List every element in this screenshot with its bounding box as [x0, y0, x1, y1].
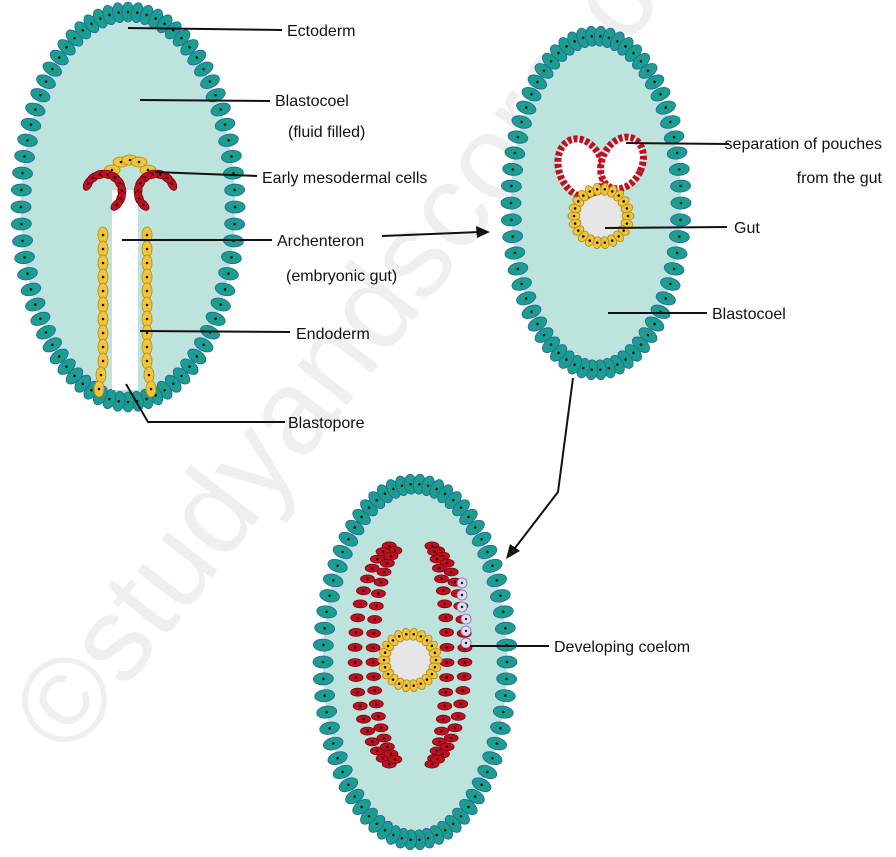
gut-cell: [568, 212, 580, 220]
mesoderm-cell: [439, 688, 453, 696]
label-blastopore: Blastopore: [288, 415, 365, 432]
endoderm-cell: [94, 381, 104, 397]
mesoderm-cell: [438, 600, 452, 608]
mesoderm-cell: [374, 578, 388, 586]
archenteron-lumen: [112, 190, 138, 390]
coelom-cell: [461, 626, 471, 636]
endoderm-cell: [98, 353, 108, 369]
ectoderm-cell: [225, 201, 245, 213]
mesoderm-cell: [436, 587, 450, 595]
mesoderm-cell: [367, 629, 381, 637]
coelom-cell: [457, 590, 467, 600]
mesoderm-cell: [366, 644, 380, 652]
mesoderm-cell: [440, 674, 454, 682]
endoderm-cell: [146, 381, 156, 397]
mesoderm-cell: [431, 755, 445, 763]
label-separation-1: separation of pouches: [725, 136, 882, 153]
ectoderm-cell: [497, 656, 517, 668]
label-blastocoel-2: Blastocoel: [712, 306, 786, 323]
mesoderm-cell: [377, 568, 391, 576]
endoderm-cell: [144, 367, 154, 383]
gut-cell: [622, 212, 634, 220]
mesoderm-cell: [448, 724, 462, 732]
mesoderm-cell: [368, 687, 382, 695]
mesoderm-cell: [435, 575, 449, 583]
coelom-cell: [457, 578, 467, 588]
mesoderm-cell: [439, 614, 453, 622]
ectoderm-cell: [11, 201, 31, 213]
mesoderm-cell: [371, 590, 385, 598]
label-developing-coelom: Developing coelom: [554, 639, 690, 656]
endoderm-cell: [96, 367, 106, 383]
mesoderm-cell: [380, 559, 394, 567]
mesoderm-cell: [353, 600, 367, 608]
mesoderm-cell: [348, 643, 362, 651]
mesoderm-cell: [454, 700, 468, 708]
mesoderm-cell: [438, 702, 452, 710]
mesoderm-cell: [368, 616, 382, 624]
mesoderm-cell: [357, 715, 371, 723]
gut-lumen: [390, 640, 430, 680]
coelom-cell: [457, 602, 467, 612]
mesoderm-cell: [456, 687, 470, 695]
embryo-developing-coelom: [313, 474, 517, 851]
endoderm-cell: [142, 353, 152, 369]
mesoderm-cell: [371, 712, 385, 720]
arrow-2-to-3: [506, 378, 573, 559]
mesoderm-cell: [377, 734, 391, 742]
label-early-mesodermal: Early mesodermal cells: [262, 170, 427, 187]
label-separation-2: from the gut: [797, 170, 883, 187]
ectoderm-cell: [313, 656, 333, 668]
mesoderm-cell: [351, 688, 365, 696]
label-blastocoel-1: Blastocoel: [275, 93, 349, 110]
mesoderm-cell: [361, 575, 375, 583]
mesoderm-cell: [436, 715, 450, 723]
mesoderm-cell: [369, 602, 383, 610]
mesoderm-cell: [357, 587, 371, 595]
mesoderm-cell: [351, 614, 365, 622]
mesoderm-cell: [444, 734, 458, 742]
ectoderm-cell: [501, 197, 521, 209]
mesoderm-cell: [367, 673, 381, 681]
mesoderm-cell: [388, 755, 402, 763]
mesoderm-cell: [353, 702, 367, 710]
leader-gut: [605, 227, 727, 228]
mesoderm-cell: [361, 727, 375, 735]
leader-separation: [626, 143, 729, 144]
mesoderm-cell: [440, 643, 454, 651]
embryo-gastrula: [11, 2, 245, 412]
mesoderm-cell: [435, 727, 449, 735]
gut-cell: [430, 656, 442, 664]
coelom-cell: [461, 638, 471, 648]
mesoderm-cell: [348, 659, 362, 667]
label-blastocoel-1-note: (fluid filled): [288, 124, 365, 141]
mesoderm-cell: [374, 724, 388, 732]
mesoderm-cell: [458, 658, 472, 666]
mesoderm-cell: [457, 673, 471, 681]
label-archenteron: Archenteron: [277, 233, 364, 250]
mesoderm-cell: [440, 628, 454, 636]
mesoderm-cell: [349, 628, 363, 636]
label-gut: Gut: [734, 220, 760, 237]
embryo-pouch-separation: [501, 26, 691, 381]
mesoderm-cell: [349, 674, 363, 682]
gut-lumen: [580, 195, 622, 237]
mesoderm-cell: [444, 568, 458, 576]
label-endoderm: Endoderm: [296, 326, 370, 343]
leader-blastocoel-1: [140, 100, 270, 101]
coelom-cell: [461, 614, 471, 624]
mesoderm-cell: [451, 712, 465, 720]
mesoderm-cell: [369, 700, 383, 708]
label-ectoderm: Ectoderm: [287, 23, 355, 40]
label-archenteron-note: (embryonic gut): [286, 268, 397, 285]
leader-endoderm: [140, 331, 290, 332]
ectoderm-cell: [671, 197, 691, 209]
gut-cell: [378, 656, 390, 664]
